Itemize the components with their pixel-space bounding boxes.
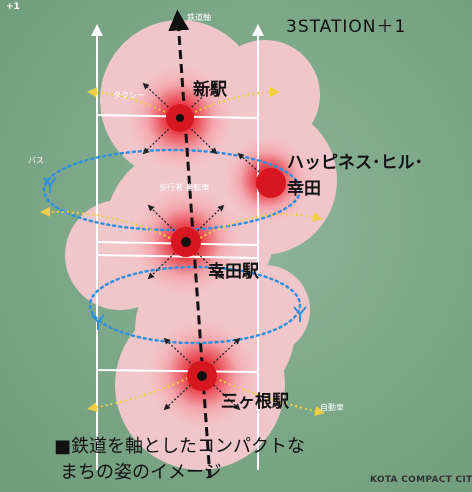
car-label: 自動車 [320, 403, 344, 412]
taxi-routes [40, 87, 325, 416]
station-label-new: 新駅 [193, 80, 227, 100]
railway-label: 鉄道軸 [187, 13, 211, 22]
station-label-happiness-line2: 幸田 [287, 179, 321, 199]
station-label-kota: 幸田駅 [208, 262, 259, 282]
corner-label: +1 [6, 2, 20, 12]
walk-bike-label: 歩行者 自転車 [159, 183, 210, 192]
taxi-label: タクシー [113, 91, 145, 100]
brand-label: KOTA COMPACT CITY [370, 475, 472, 485]
caption-line2: まちの姿のイメージ [60, 462, 222, 483]
caption-line1: ■鉄道を軸としたコンパクトな [54, 436, 306, 457]
roads [91, 24, 264, 470]
station-markers [166, 104, 286, 391]
station-label-happiness: ハッピネス･ヒル･ 幸田 [287, 150, 423, 202]
diagram-title: 3STATION＋1 [286, 17, 407, 37]
station-happiness-marker [256, 168, 286, 198]
caption: ■鉄道を軸としたコンパクトな まちの姿のイメージ [54, 434, 305, 486]
bus-stop-icons [43, 177, 307, 330]
station-label-happiness-line1: ハッピネス･ヒル･ [287, 153, 423, 173]
station-label-mikawa: 三ヶ根駅 [221, 392, 289, 412]
bus-label: バス [28, 156, 44, 165]
